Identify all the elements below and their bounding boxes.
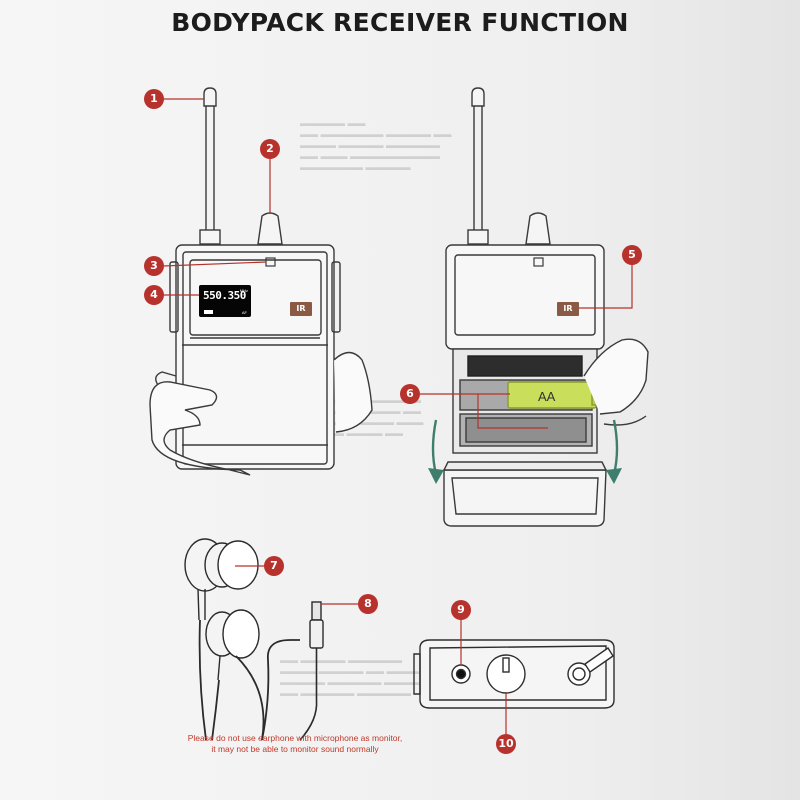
ir-port-label-front: IR bbox=[290, 302, 312, 316]
callout-3: 3 bbox=[144, 256, 164, 276]
callout-2: 2 bbox=[260, 139, 280, 159]
callout-9: 9 bbox=[451, 600, 471, 620]
lcd-display: 550.350 MHz AF bbox=[199, 285, 251, 317]
callout-4: 4 bbox=[144, 285, 164, 305]
earphone-warning-note: Please do not use earphone with micropho… bbox=[130, 733, 460, 755]
af-indicator: AF bbox=[241, 310, 247, 315]
callout-10: 10 bbox=[496, 734, 516, 754]
top-panel-illustration bbox=[413, 639, 615, 709]
frequency-readout: 550.350 bbox=[203, 289, 246, 302]
ir-port-label-open: IR bbox=[557, 302, 579, 316]
callout-1: 1 bbox=[144, 89, 164, 109]
callout-6: 6 bbox=[400, 384, 420, 404]
frequency-unit: MHz bbox=[239, 288, 248, 293]
page-title: BODYPACK RECEIVER FUNCTION bbox=[171, 8, 629, 37]
note-line-1: Please do not use earphone with micropho… bbox=[187, 733, 403, 743]
arrow-head-left bbox=[428, 468, 444, 484]
earphones-illustration bbox=[184, 538, 324, 741]
bleed-through-text: ▬▬ ▬▬▬▬▬ ▬▬▬▬▬▬ ▬▬▬▬ ▬▬▬▬▬ ▬▬ ▬▬▬▬ ▬▬▬▬▬… bbox=[280, 655, 423, 698]
note-line-2: it may not be able to monitor sound norm… bbox=[211, 744, 379, 754]
battery-label: AA bbox=[538, 389, 556, 404]
callout-leader-lines bbox=[162, 98, 633, 736]
callout-5: 5 bbox=[622, 245, 642, 265]
callout-8: 8 bbox=[358, 594, 378, 614]
battery-level-icon bbox=[204, 310, 213, 314]
receiver-open-illustration bbox=[442, 87, 649, 527]
bleed-through-text: ▬▬▬▬▬ ▬▬ ▬▬ ▬▬▬▬▬▬▬ ▬▬▬▬▬ ▬▬ ▬▬▬▬ ▬▬▬▬▬ … bbox=[300, 118, 452, 172]
arrow-head-right bbox=[606, 468, 622, 484]
callout-7: 7 bbox=[264, 556, 284, 576]
